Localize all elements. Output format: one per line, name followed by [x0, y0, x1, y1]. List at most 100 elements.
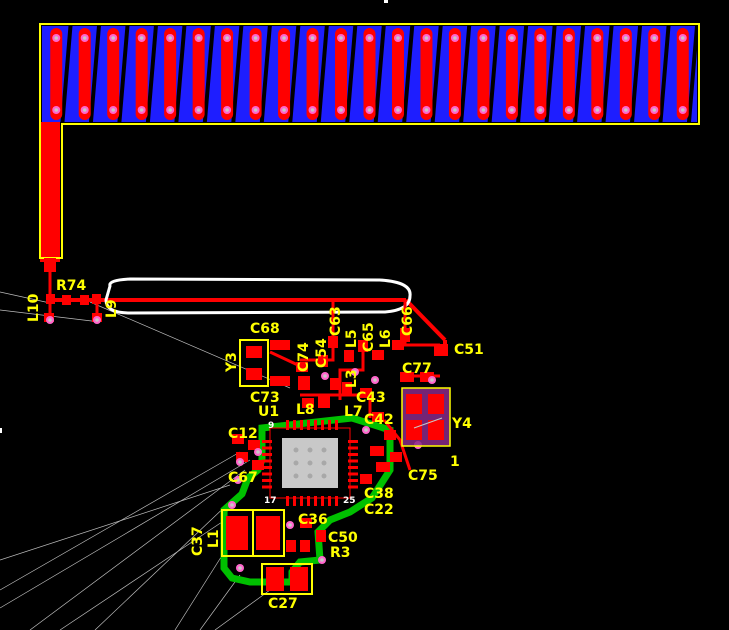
antenna-strip: [335, 28, 348, 120]
antenna-via-hole: [538, 108, 543, 112]
antenna-gap: [373, 26, 386, 122]
antenna-via-hole: [481, 108, 486, 112]
antenna-gap: [316, 26, 329, 122]
ic-u1-pin: [335, 496, 338, 506]
antenna-via-hole: [453, 108, 457, 112]
antenna-via-hole: [510, 108, 514, 112]
antenna-gap: [658, 26, 671, 122]
antenna-via-hole: [339, 108, 343, 112]
antenna-via-hole: [481, 36, 486, 40]
ic-u1-pin: [262, 466, 272, 469]
label-c65: C65: [361, 322, 377, 352]
antenna-gap: [516, 26, 529, 122]
label-c75: C75: [408, 468, 438, 484]
antenna-via-hole: [282, 108, 286, 112]
label-c22: C22: [364, 502, 394, 518]
ic-u1-pin: [262, 479, 272, 482]
feed-vias: [46, 316, 101, 324]
ic-u1-pin: [348, 446, 358, 450]
label-c38: C38: [364, 486, 394, 502]
antenna-via-hole: [196, 36, 201, 40]
antenna-via-hole: [111, 36, 115, 40]
antenna-via-hole: [168, 108, 172, 112]
ic-u1-thermal-via: [321, 473, 327, 479]
label-c36: C36: [298, 512, 328, 528]
label-c74: C74: [296, 342, 312, 372]
antenna-via-hole: [424, 108, 429, 112]
label-c73: C73: [250, 390, 280, 406]
label-l5: L5: [344, 329, 360, 348]
antenna-via-hole: [54, 108, 59, 112]
label-u1: U1: [258, 404, 279, 420]
ic-u1-pin: [262, 459, 272, 463]
antenna-via-hole: [225, 36, 229, 40]
antenna-gap: [601, 26, 614, 122]
antenna-silkscreen-outline: [39, 23, 700, 259]
antenna-via-hole: [680, 36, 685, 40]
label-l8: L8: [296, 402, 315, 418]
ic-u1-pin: [262, 440, 272, 443]
antenna-via-hole: [680, 108, 685, 112]
antenna-gap: [117, 26, 130, 122]
ic-u1-pin: [300, 496, 303, 506]
corner-mark-left: [0, 428, 2, 433]
label-c12: C12: [228, 426, 258, 442]
ic-u1-pin: [262, 485, 272, 489]
ic-u1-thermal-via: [321, 447, 327, 453]
antenna-via-hole: [595, 36, 600, 40]
label-l3: L3: [344, 369, 360, 388]
ic-u1-pin: [321, 496, 324, 506]
ic-u1-pin: [262, 446, 272, 450]
antenna-gap: [145, 26, 158, 122]
antenna-via-hole: [225, 108, 229, 112]
antenna-gap: [202, 26, 215, 122]
ic-u1-pin: [348, 459, 358, 463]
label-c67: C67: [228, 470, 258, 486]
antenna-gap: [259, 26, 272, 122]
label-l9: L9: [104, 299, 120, 318]
antenna-strip: [278, 28, 291, 120]
antenna-via-hole: [567, 36, 571, 40]
crystal-y3: [239, 339, 290, 387]
antenna-via-hole: [54, 36, 59, 40]
antenna-via-hole: [82, 108, 87, 112]
antenna-via-hole: [82, 36, 87, 40]
label-u1-pin-17: 17: [264, 496, 277, 506]
ic-u1-pin: [348, 453, 358, 456]
antenna-strip: [135, 28, 148, 120]
ic-u1-pin: [262, 453, 272, 456]
ic-u1-pin: [307, 420, 310, 430]
antenna-via-hole: [367, 108, 372, 112]
ic-u1-thermal-via: [293, 447, 299, 453]
antenna-strip: [306, 28, 319, 120]
ic-u1-pin: [293, 496, 296, 506]
antenna-via-hole: [652, 108, 657, 112]
antenna-strip: [50, 28, 63, 120]
antenna-gap: [630, 26, 643, 122]
ic-u1-pin: [335, 420, 338, 430]
antenna-strip: [591, 28, 604, 120]
capacitor-c27-block: [261, 563, 313, 595]
label-c27: C27: [268, 596, 298, 612]
ic-u1-pin: [300, 420, 303, 430]
antenna-gap: [430, 26, 443, 122]
label-c54: C54: [314, 338, 330, 368]
silkscreen-designators: R74 L10 L9 C68 Y3 C73 C74 C54 C63 L5 C65…: [26, 278, 484, 612]
ic-u1-pin: [348, 479, 358, 482]
antenna-via-hole: [396, 36, 400, 40]
antenna-strip: [391, 28, 404, 120]
ic-u1-pin: [321, 420, 324, 430]
label-u1-pin-25: 25: [343, 496, 356, 506]
ic-u1-pin: [348, 485, 358, 489]
antenna-strip: [676, 28, 689, 120]
antenna-gap: [573, 26, 586, 122]
antenna-strip: [221, 28, 234, 120]
ic-u1-pin: [286, 420, 289, 430]
label-l10: L10: [26, 293, 42, 322]
antenna-via-hole: [339, 36, 343, 40]
label-c66: C66: [400, 306, 416, 336]
antenna-strip: [619, 28, 632, 120]
antenna-via-hole: [624, 108, 628, 112]
antenna-via-hole: [538, 36, 543, 40]
antenna-gap: [288, 26, 301, 122]
